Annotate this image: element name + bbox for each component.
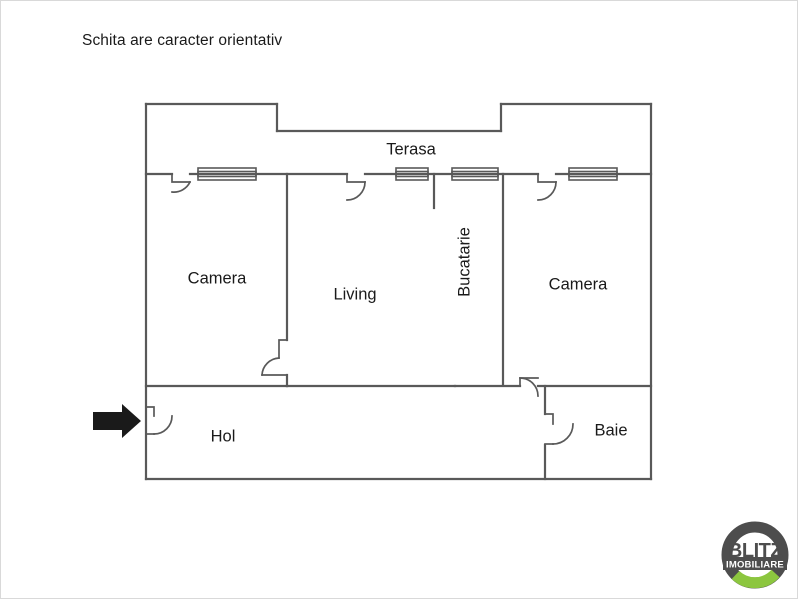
window-camera-left-inner — [197, 170, 257, 178]
page-title: Schita are caracter orientativ — [82, 32, 283, 49]
room-label-camera-left: Camera — [187, 269, 247, 288]
window-group — [197, 167, 618, 181]
room-label-terasa: Terasa — [386, 140, 436, 159]
logo-brand-text: BLITZ — [728, 540, 782, 562]
room-label-camera-right: Camera — [548, 275, 608, 294]
window-bucatarie-inner — [451, 170, 499, 178]
room-label-bucatarie: Bucatarie — [455, 227, 474, 297]
door-bucatarie-hol — [519, 377, 539, 397]
window-camera-right-inner — [568, 170, 618, 178]
room-label-living: Living — [333, 285, 377, 304]
window-living-inner — [395, 170, 429, 178]
door-camera-left-hol — [261, 339, 288, 376]
logo-subtitle-text: IMOBILIARE — [726, 560, 784, 571]
room-label-hol: Hol — [210, 427, 236, 446]
door-entrance — [145, 406, 173, 435]
room-label-baie: Baie — [594, 421, 628, 440]
door-living — [346, 173, 366, 201]
entry-arrow — [93, 404, 141, 438]
brand-logo: BLITZ IMOBILIARE — [721, 521, 789, 589]
door-baie — [544, 413, 574, 445]
door-camera-left — [171, 173, 192, 193]
door-camera-right — [537, 173, 557, 201]
